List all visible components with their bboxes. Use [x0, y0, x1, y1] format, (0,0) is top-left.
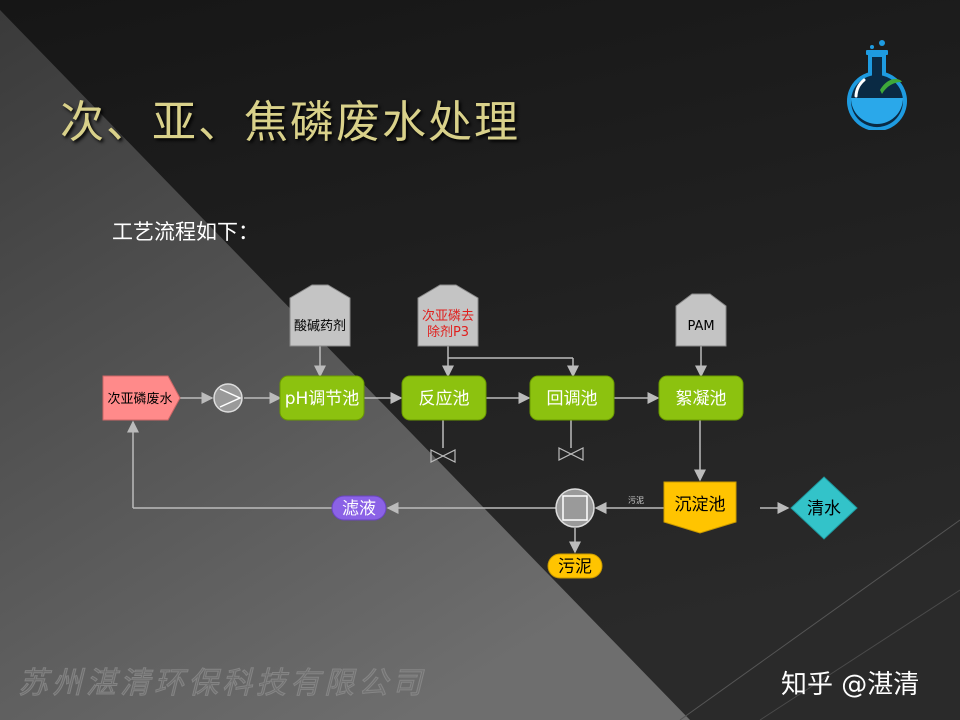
unit-label-sedimentation: 沉淀池 [675, 495, 726, 515]
unit-readjust: 回调池 [529, 375, 615, 421]
valve-icon [430, 447, 584, 463]
watermark: 知乎 @湛清 [781, 670, 920, 700]
company-name: 苏州湛清环保科技有限公司 [18, 666, 426, 702]
tank-label-p3-line1: 次亚磷去 [422, 308, 474, 324]
unit-label-readjust: 回调池 [547, 389, 598, 409]
flow-lines [127, 346, 790, 554]
sludge-label: 污泥 [558, 557, 592, 577]
small-flow-label: 污泥 [628, 495, 644, 505]
unit-reaction: 反应池 [401, 375, 487, 421]
reagent-tank-p3: 次亚磷去 除剂P3 [417, 284, 479, 347]
reagent-tank-pam: PAM [675, 293, 727, 347]
filter-press-icon [555, 488, 595, 528]
output-filtrate: 滤液 [331, 495, 387, 521]
unit-sedimentation: 沉淀池 [663, 481, 737, 534]
inlet-label: 次亚磷废水 [107, 391, 172, 407]
unit-flocculation: 絮凝池 [658, 375, 744, 421]
page-title: 次、亚、焦磷废水处理 [60, 97, 520, 148]
filtrate-label: 滤液 [342, 499, 376, 519]
pump-icon [213, 383, 243, 413]
output-clean-water: 清水 [790, 476, 858, 540]
unit-label-ph: pH调节池 [285, 389, 360, 409]
output-sludge: 污泥 [547, 553, 603, 579]
flask-logo-icon [847, 40, 907, 130]
tank-label-p3-line2: 除剂P3 [427, 325, 469, 340]
flow-intro-text: 工艺流程如下： [112, 220, 259, 244]
clean-water-label: 清水 [807, 499, 841, 519]
tank-label-pam: PAM [687, 319, 714, 334]
unit-ph-adjustment: pH调节池 [279, 375, 365, 421]
reagent-tank-acid-base: 酸碱药剂 [289, 284, 351, 347]
unit-label-reaction: 反应池 [419, 389, 470, 409]
unit-label-flocculation: 絮凝池 [676, 389, 727, 409]
tank-label-acid-base: 酸碱药剂 [294, 319, 346, 334]
inlet-wastewater: 次亚磷废水 [102, 375, 181, 421]
